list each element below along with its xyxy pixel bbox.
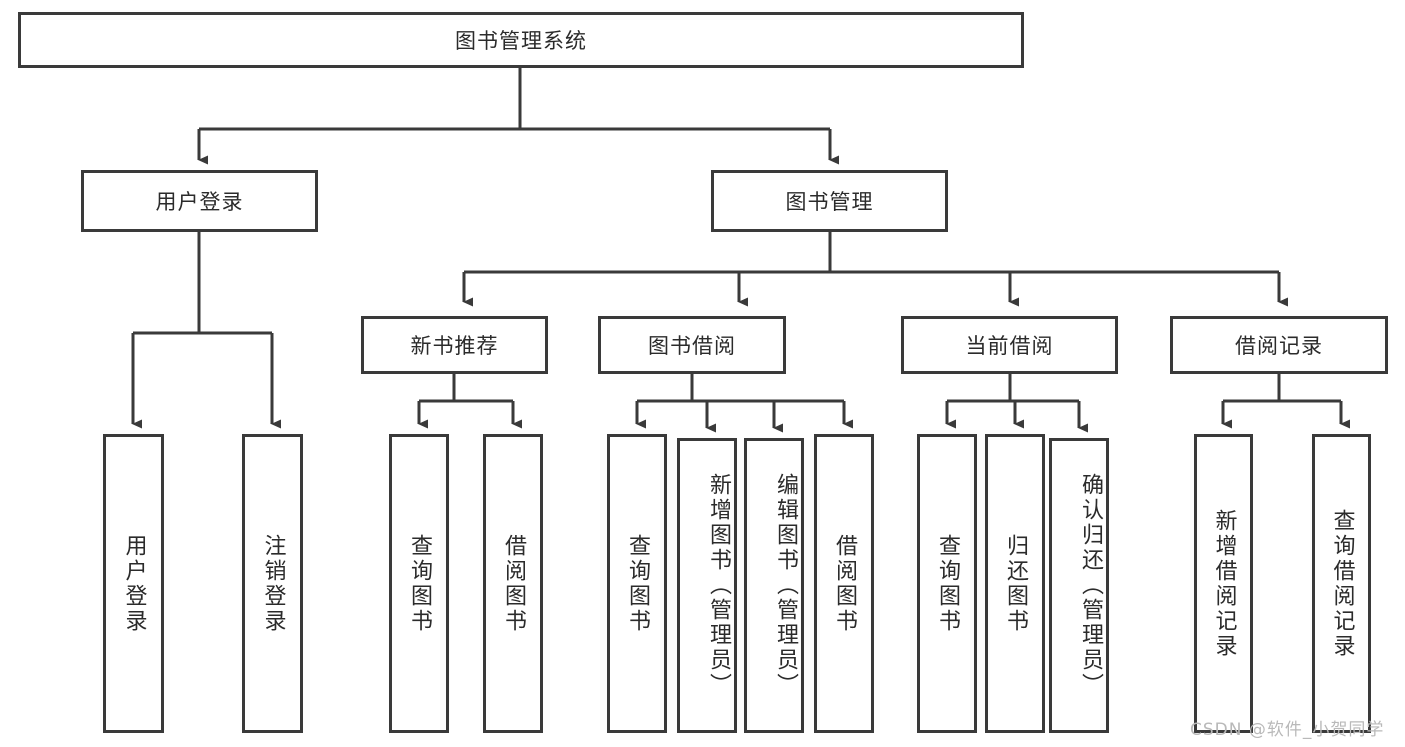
node-label: 用户登录 [121, 533, 147, 634]
leaf-query-book-recommend[interactable]: 查询图书 [389, 434, 449, 733]
leaf-add-book-admin[interactable]: 新增图书（管理员） [677, 438, 737, 733]
node-label: 图书管理系统 [455, 29, 587, 53]
leaf-user-login[interactable]: 用户登录 [103, 434, 164, 733]
leaf-borrow-book[interactable]: 借阅图书 [814, 434, 874, 733]
watermark: CSDN @软件_小贺同学 [1190, 720, 1385, 740]
leaf-confirm-return-admin[interactable]: 确认归还（管理员） [1049, 438, 1109, 733]
node-root-system[interactable]: 图书管理系统 [18, 12, 1024, 68]
node-label: 编辑图书（管理员） [773, 473, 798, 698]
node-user-login[interactable]: 用户登录 [81, 170, 318, 232]
node-label: 新增图书（管理员） [706, 473, 731, 698]
leaf-query-book-borrow[interactable]: 查询图书 [607, 434, 667, 733]
node-label: 借阅图书 [501, 533, 526, 634]
node-book-management[interactable]: 图书管理 [711, 170, 948, 232]
node-book-borrow[interactable]: 图书借阅 [598, 316, 786, 374]
leaf-edit-book-admin[interactable]: 编辑图书（管理员） [744, 438, 804, 733]
node-label: 归还图书 [1003, 533, 1028, 634]
node-label: 新增借阅记录 [1211, 508, 1237, 659]
node-current-borrow[interactable]: 当前借阅 [901, 316, 1118, 374]
node-label: 新书推荐 [410, 334, 499, 358]
node-label: 借阅图书 [832, 533, 857, 634]
node-label: 图书借阅 [648, 334, 736, 358]
node-label: 查询借阅记录 [1329, 508, 1355, 659]
node-label: 用户登录 [155, 190, 244, 214]
leaf-query-book-current[interactable]: 查询图书 [917, 434, 977, 733]
node-borrow-record[interactable]: 借阅记录 [1170, 316, 1388, 374]
node-label: 查询图书 [407, 533, 432, 634]
node-label: 查询图书 [935, 533, 960, 634]
leaf-add-borrow-record[interactable]: 新增借阅记录 [1194, 434, 1253, 733]
leaf-query-borrow-record[interactable]: 查询借阅记录 [1312, 434, 1371, 733]
node-label: 图书管理 [785, 190, 874, 214]
node-label: 借阅记录 [1235, 334, 1323, 358]
leaf-logout[interactable]: 注销登录 [242, 434, 303, 733]
node-label: 注销登录 [260, 533, 286, 634]
node-label: 查询图书 [625, 533, 650, 634]
leaf-borrow-book-recommend[interactable]: 借阅图书 [483, 434, 543, 733]
leaf-return-book[interactable]: 归还图书 [985, 434, 1045, 733]
node-label: 当前借阅 [965, 334, 1054, 358]
node-new-book-recommend[interactable]: 新书推荐 [361, 316, 548, 374]
node-label: 确认归还（管理员） [1078, 473, 1103, 698]
